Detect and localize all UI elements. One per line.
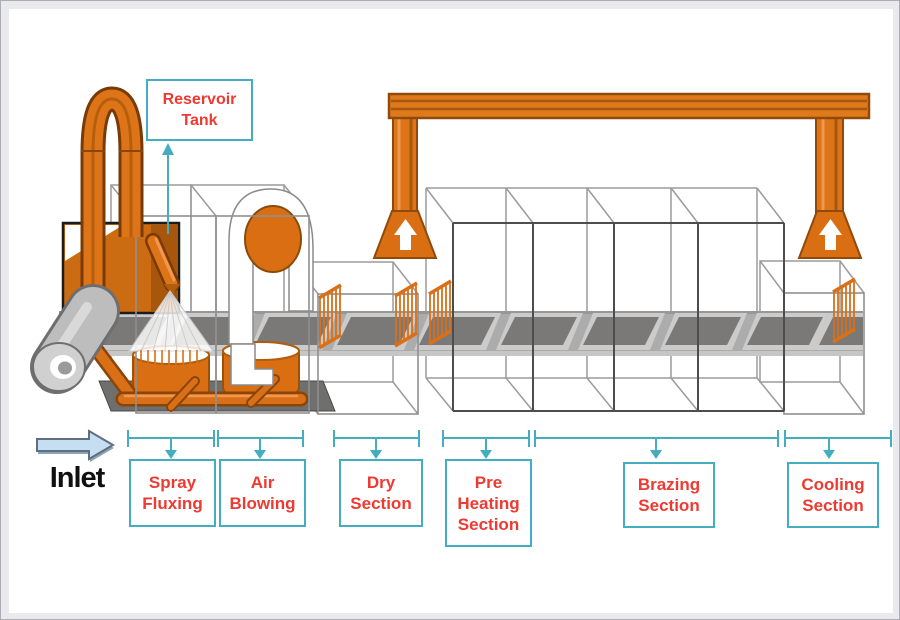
section-label-cooling: Cooling Section: [787, 462, 879, 528]
section-label-dry-section: Dry Section: [339, 459, 423, 527]
section-label-air-blowing: Air Blowing: [219, 459, 306, 527]
dim-spray-fluxing: [127, 430, 215, 459]
dim-cooling: [784, 430, 892, 459]
spray-nozzle: [145, 233, 180, 295]
inlet-label: Inlet: [49, 462, 106, 494]
up-arrow-icon: [819, 219, 842, 250]
reservoir-tank-label: Reservoir Tank: [146, 79, 253, 141]
enclosure-front-lines: [135, 215, 865, 415]
diagram-stage: Reservoir Tank Inlet Spray Fluxing Air B…: [9, 9, 893, 613]
blower-disc: [244, 205, 302, 273]
reservoir-arrow: [162, 143, 174, 234]
reservoir-u-pipe: [80, 86, 144, 316]
section-label-pre-heating: Pre Heating Section: [445, 459, 532, 547]
dimension-lines: [127, 430, 892, 459]
overhead-exhaust-beam: [372, 92, 871, 259]
spray-cone: [128, 290, 214, 369]
dim-brazing: [534, 430, 779, 459]
section-label-spray-fluxing: Spray Fluxing: [129, 459, 216, 527]
dim-pre-heating: [442, 430, 530, 459]
exhaust-hood-left: [372, 210, 438, 259]
dim-air-blowing: [217, 430, 304, 459]
section-label-brazing: Brazing Section: [623, 462, 715, 528]
dim-dry-section: [333, 430, 420, 459]
inlet-arrow-icon: [36, 429, 115, 462]
conveyor-roller: [30, 284, 120, 394]
exhaust-hood-right: [797, 210, 863, 259]
air-blower-fan: [228, 188, 314, 386]
up-arrow-icon: [394, 219, 417, 250]
